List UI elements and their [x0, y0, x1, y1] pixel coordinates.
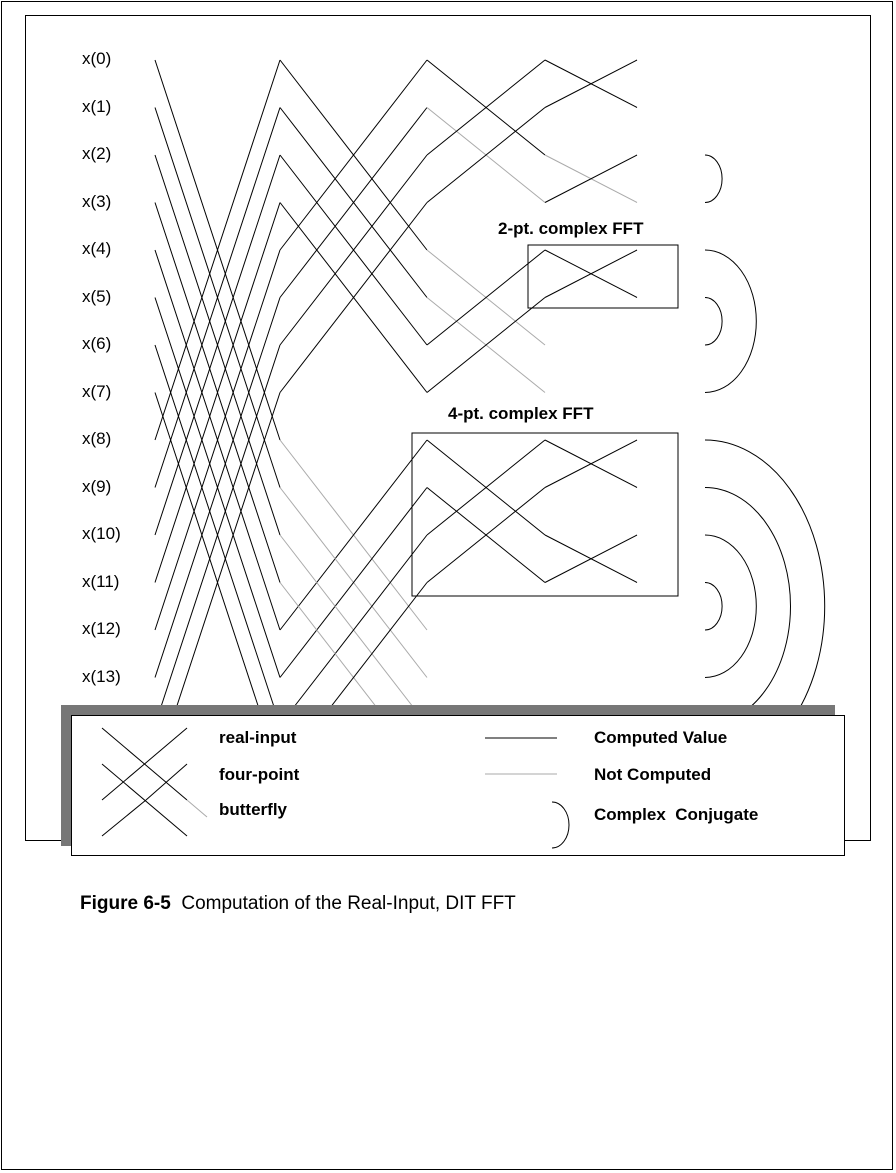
legend-real-input-label: real-input: [219, 728, 297, 747]
legend-butterfly-icon: [101, 727, 208, 837]
stage4-branch: [544, 154, 638, 203]
input-label: x(5): [82, 286, 112, 306]
input-label: x(8): [82, 429, 112, 448]
conjugate-arc: [704, 249, 757, 393]
input-label: x(2): [82, 144, 112, 163]
input-label: x(9): [82, 476, 112, 496]
figure-number: Figure 6-5: [80, 893, 171, 914]
two-point-fft-label: 2-pt. complex FFT: [498, 219, 644, 238]
stage4-branch: [544, 534, 638, 583]
stage2-branch: [279, 107, 428, 298]
stage1-branch: [154, 202, 281, 583]
four-point-fft-label: 4-pt. complex FFT: [448, 404, 594, 423]
stage3-branch: [426, 297, 546, 393]
stage2-branch: [279, 534, 428, 726]
stage3-branch: [426, 487, 546, 583]
figure-caption: Figure 6-5 Computation of the Real-Input…: [80, 893, 516, 915]
stage3-branch: [426, 439, 546, 536]
stage4-branch: [544, 249, 638, 298]
input-label: x(6): [82, 334, 112, 353]
two-point-fft-box: [527, 244, 679, 309]
legend-four-point-label: four-point: [219, 765, 300, 784]
stage2-branch: [279, 154, 428, 346]
input-label: x(13): [82, 666, 121, 686]
stage1-branch: [154, 249, 281, 631]
stage1-branch: [154, 59, 281, 441]
legend-not-computed-label: Not Computed: [594, 765, 712, 784]
stage3-branch: [426, 249, 546, 346]
stage1-branch: [154, 297, 281, 678]
stage4-branch: [544, 59, 638, 108]
conjugate-arc: [704, 534, 757, 678]
stage1-branch: [154, 154, 281, 536]
stage1-branch: [154, 107, 281, 488]
four-point-fft-box: [411, 432, 679, 597]
stage2-branch: [279, 59, 428, 251]
conjugate-arc: [704, 297, 723, 346]
figure-title: Computation of the Real-Input, DIT FFT: [181, 893, 516, 914]
stage1-branch: [154, 344, 281, 726]
conjugate-arc: [704, 487, 791, 726]
input-label: x(12): [82, 619, 121, 638]
legend-conjugate-label: Complex Conjugate: [594, 805, 759, 824]
input-label: x(1): [82, 96, 112, 116]
legend-computed-label: Computed Value: [594, 728, 728, 747]
input-label: x(10): [82, 524, 121, 543]
stage2-branch: [279, 202, 428, 393]
input-label: x(4): [82, 239, 112, 258]
stage3-branch: [426, 107, 546, 203]
input-label: x(0): [82, 49, 112, 68]
stage4-branch: [544, 439, 638, 488]
input-label: x(11): [82, 571, 120, 591]
legend-graphics: [101, 727, 570, 849]
stage3-branch: [426, 59, 546, 156]
input-label: x(7): [82, 381, 112, 401]
legend: real-input four-point butterfly Computed…: [71, 715, 845, 856]
legend-butterfly-label: butterfly: [219, 800, 287, 819]
stage2-branch: [279, 439, 428, 631]
conjugate-arc: [704, 154, 723, 203]
input-label: x(3): [82, 191, 112, 211]
legend-conjugate-arc: [551, 801, 570, 849]
stage2-branch: [279, 487, 428, 678]
conjugate-arc: [704, 582, 723, 631]
